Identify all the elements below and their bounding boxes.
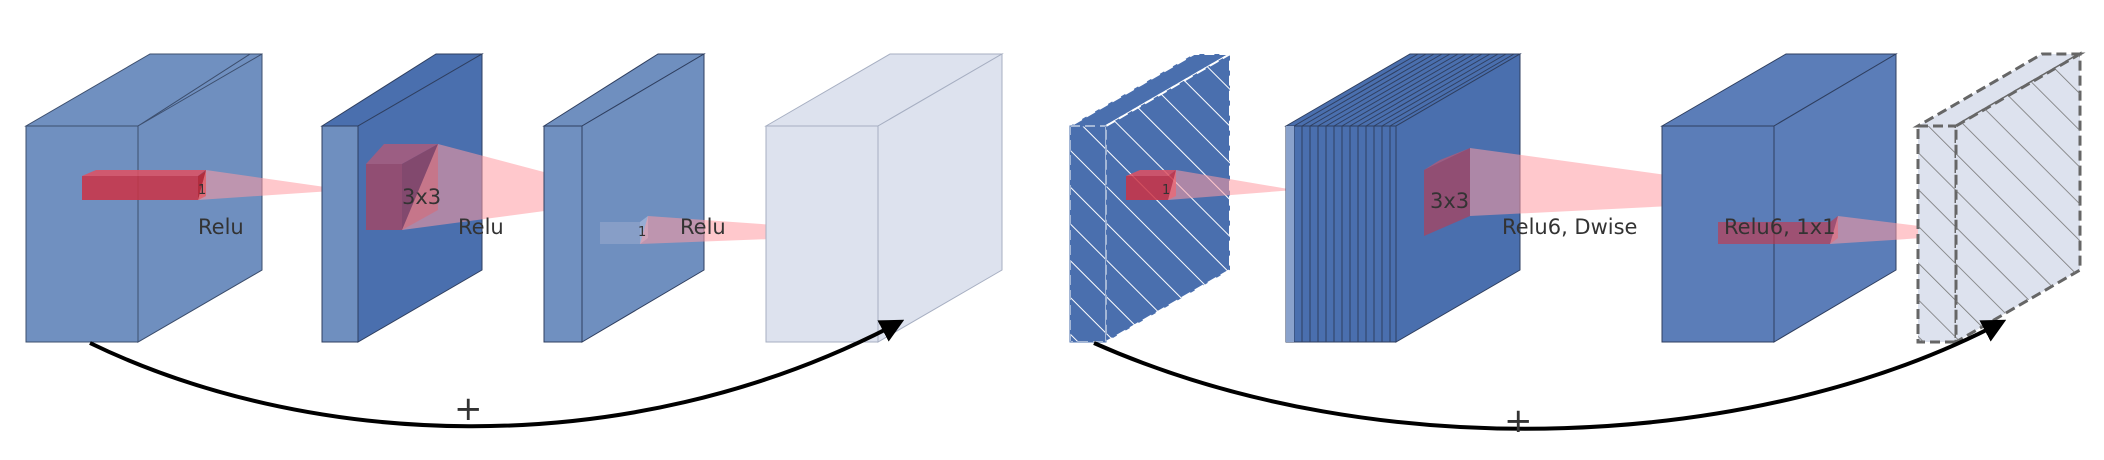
left-residual-block: 1 Relu 3x3 Relu 1	[24, 53, 1004, 429]
kernel-1x1-right: 1	[1126, 170, 1294, 200]
activation-relu-2: Relu	[458, 215, 504, 239]
kernel-3x3-label: 3x3	[402, 185, 441, 209]
activation-relu-3: Relu	[680, 215, 726, 239]
kernel-1-label: 1	[198, 183, 206, 198]
kernel-1-label-b: 1	[638, 225, 646, 240]
kernel-3x3-label-right: 3x3	[1430, 189, 1469, 213]
activation-relu-1: Relu	[198, 215, 244, 239]
sum-symbol-left: +	[454, 389, 483, 429]
expanded-tensor-right	[1284, 53, 1522, 343]
plus-icon-right: +	[1504, 401, 1533, 441]
curved-arrow-icon	[89, 319, 905, 429]
output-hatched-tensor	[1912, 51, 2086, 345]
activation-relu6-1x1: Relu6, 1x1	[1724, 215, 1836, 239]
curved-arrow-icon-right	[1093, 319, 2007, 431]
kernel-1x1-left-a: 1	[82, 170, 346, 200]
sum-symbol-right: +	[1504, 401, 1533, 441]
depthwise-tensor-left	[542, 53, 706, 343]
output-tensor-left	[764, 53, 1004, 343]
kernel-3x3-left: 3x3	[366, 144, 642, 230]
kernel-1-label-right: 1	[1162, 183, 1170, 198]
activation-relu6-dwise: Relu6, Dwise	[1502, 215, 1637, 239]
kernel-1x1-right-b	[1718, 216, 1984, 244]
right-inverted-residual-block: 1	[1066, 51, 2086, 441]
depthwise-tensor-right	[1660, 53, 1898, 343]
plus-icon: +	[454, 389, 483, 429]
